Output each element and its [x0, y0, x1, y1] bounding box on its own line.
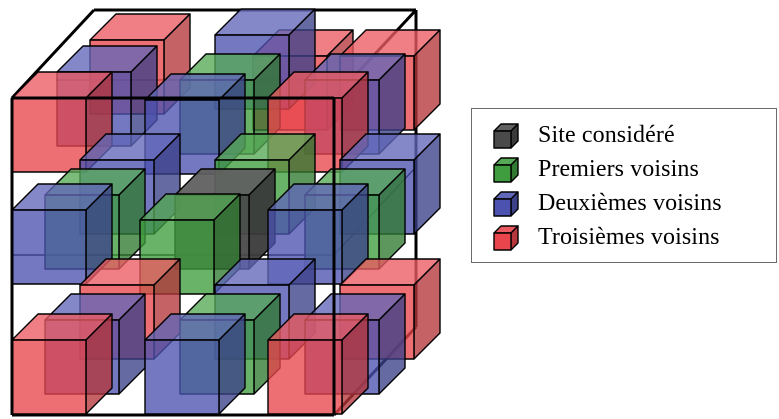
legend-label-first-neighbors: Premiers voisins [538, 155, 699, 182]
legend-item-third-neighbors: Troisièmes voisins [472, 220, 776, 254]
legend-label-site-considered: Site considéré [538, 121, 675, 148]
cube-front-face [493, 164, 512, 183]
legend-item-first-neighbors: Premiers voisins [472, 152, 776, 186]
second-neighbor-cube-swatch [493, 191, 519, 217]
cube-front-face [493, 198, 512, 217]
blue-cube-icon [493, 191, 519, 217]
cube-front-face [11, 209, 87, 285]
cube-front-face [11, 339, 87, 415]
frame-top-left-edge [10, 8, 96, 100]
legend-label-second-neighbors: Deuxièmes voisins [538, 189, 722, 216]
second-neighbor-cube [144, 313, 246, 415]
third-neighbor-cube [267, 313, 369, 415]
legend: Site considéré Premiers voisins Deuxième… [471, 108, 777, 263]
cube-front-face [493, 232, 512, 251]
dark-cube-icon [493, 123, 519, 149]
considered-site-cube-swatch [493, 123, 519, 149]
red-cube-icon [493, 225, 519, 251]
cube-front-face [493, 130, 512, 149]
third-neighbor-cube [11, 313, 113, 415]
first-neighbor-cube-swatch [493, 157, 519, 183]
cube-front-face [267, 339, 343, 415]
green-cube-icon [493, 157, 519, 183]
legend-label-third-neighbors: Troisièmes voisins [538, 223, 720, 250]
cube-front-face [11, 97, 87, 173]
legend-item-second-neighbors: Deuxièmes voisins [472, 186, 776, 220]
cube-front-face [144, 339, 220, 415]
cubic-lattice-diagram [10, 8, 441, 417]
third-neighbor-cube-swatch [493, 225, 519, 251]
legend-item-site-considered: Site considéré [472, 118, 776, 152]
